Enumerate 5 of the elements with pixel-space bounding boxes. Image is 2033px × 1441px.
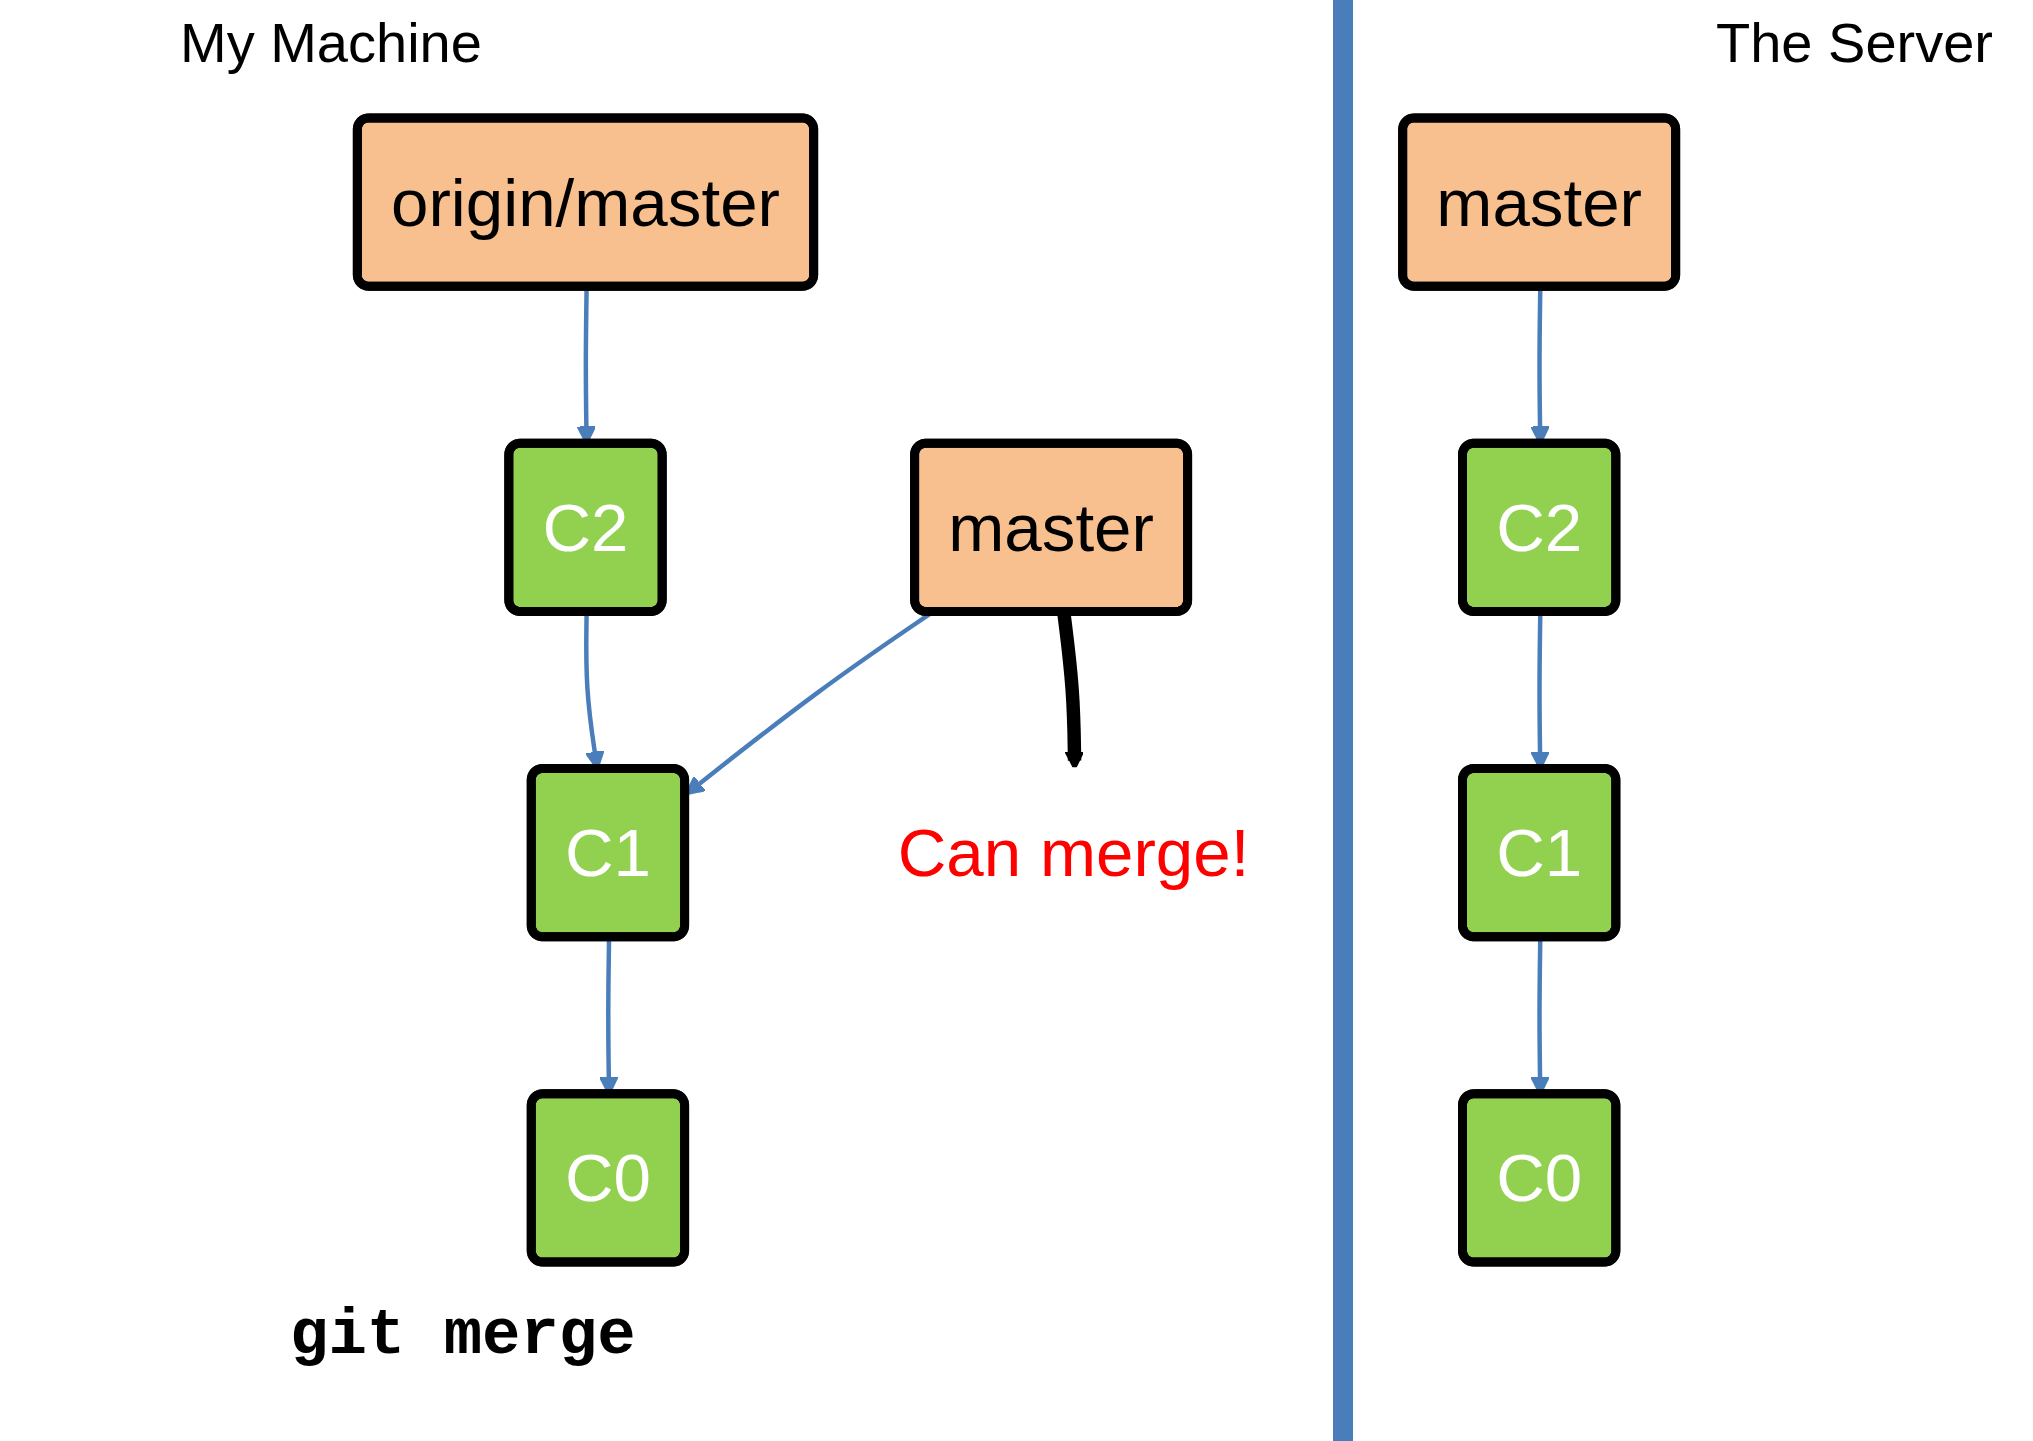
panel-heading: My Machine [180,10,482,75]
node-text: Can merge! [897,815,1250,890]
command-text: git merge [290,1300,636,1372]
panel-heading: The Server [1716,10,1993,75]
divider-bar [1332,0,1353,1441]
